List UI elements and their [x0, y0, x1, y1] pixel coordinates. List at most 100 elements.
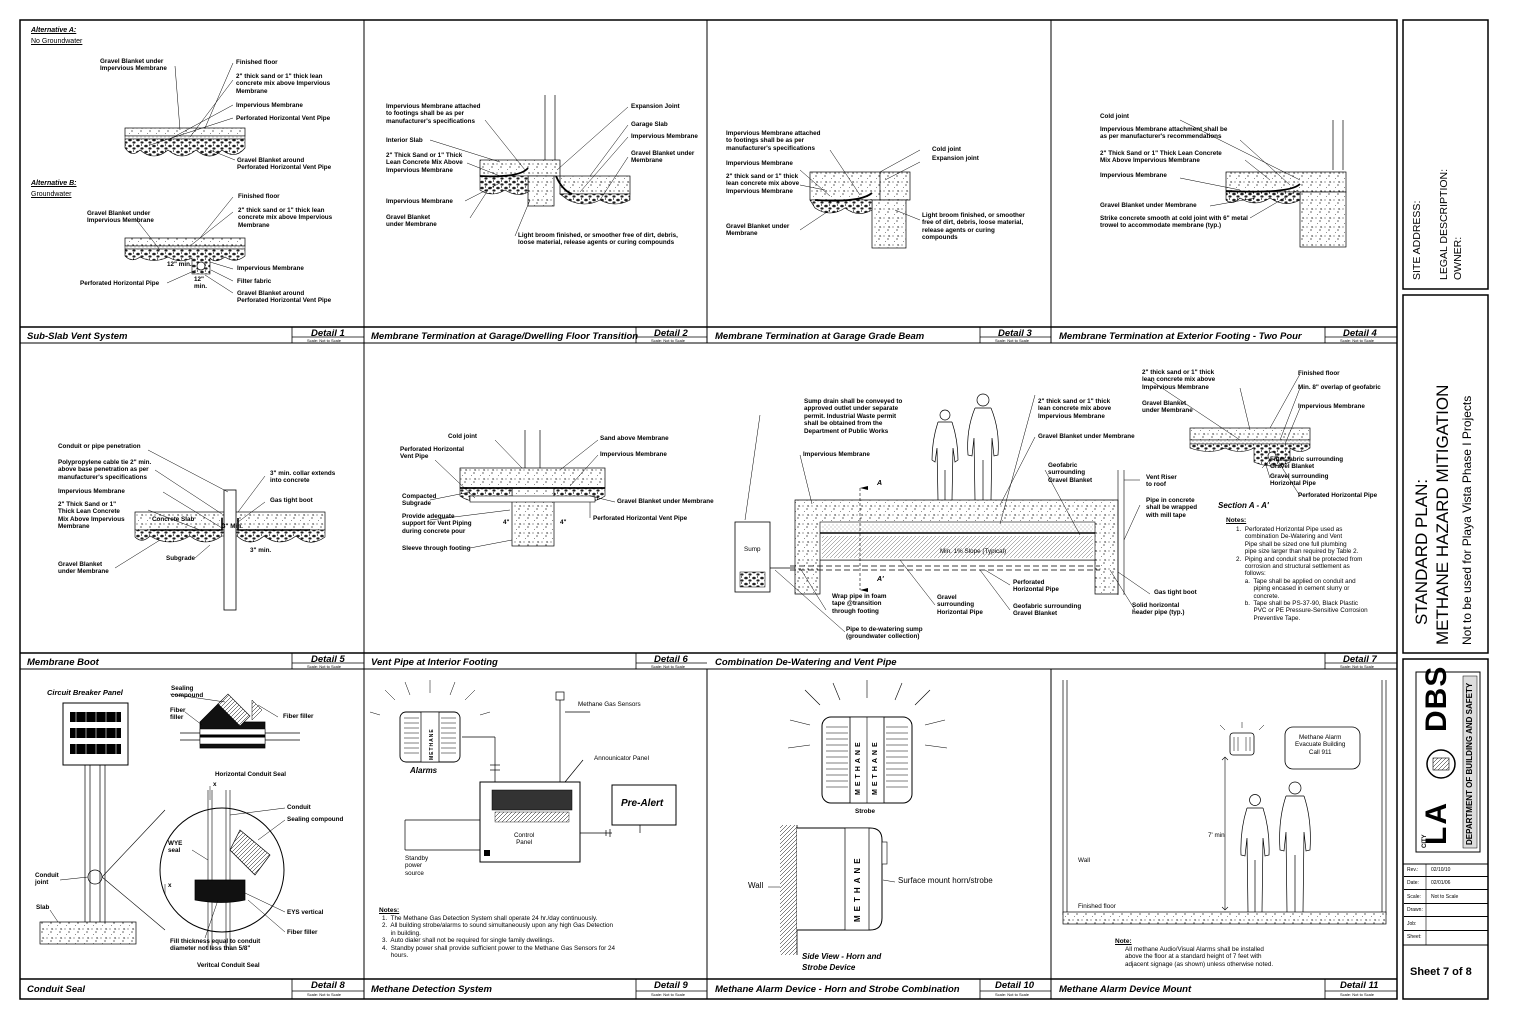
d6-pipe: Perforated Horizontal Vent Pipe — [593, 515, 688, 522]
d3-sand: 2" thick sand or 1" thick lean concrete … — [726, 173, 800, 195]
d7-gravel-h: Gravel surrounding Horizontal Pipe — [937, 594, 983, 616]
d7-s-gravel: Gravel Blanket under Membrane — [1142, 400, 1193, 415]
detail-7-number: Detail 7 — [1343, 654, 1377, 665]
tb-row-sheet: Sheet: — [1404, 932, 1488, 943]
detail-10-title: Methane Alarm Device - Horn and Strobe C… — [715, 984, 960, 995]
d1-a-floor: Finished floor — [236, 59, 278, 66]
legal-description-label: LEGAL DESCRIPTION: — [1438, 168, 1450, 280]
site-address-label: SITE ADDRESS: — [1411, 200, 1423, 280]
d2-sand: 2" Thick Sand or 1" Thick Lean Concrete … — [386, 152, 463, 174]
d7-s-gravel2: Gravel surrounding Horizontal Pipe — [1270, 473, 1329, 488]
standard-plan-label: STANDARD PLAN: — [1412, 478, 1431, 625]
d2-broom: Light broom finished, or smoother free o… — [518, 232, 678, 247]
tb-row-rev: Rev.: 02/10/10 — [1404, 865, 1488, 877]
d1-b-sand: 2" thick sand or 1" thick lean concrete … — [238, 207, 333, 229]
d1-alt-a-sub: No Groundwater — [31, 38, 83, 45]
d2-memb2: Impervious Membrane — [631, 133, 698, 140]
d1-b-memb: Impervious Membrane — [237, 265, 304, 272]
detail-10-drawing — [768, 680, 948, 955]
d3-gravel: Gravel Blanket under Membrane — [726, 223, 790, 238]
d7-a-marker: A — [877, 480, 883, 487]
d10-surface: Surface mount horn/strobe — [898, 876, 993, 885]
d8-x2: x — [168, 882, 172, 889]
detail-9-number: Detail 9 — [654, 980, 688, 991]
detail-4-drawing — [1179, 119, 1347, 248]
d5-conduit: Conduit or pipe penetration — [58, 443, 141, 450]
d6-four-a: 4" — [503, 519, 510, 526]
d10-strobe: Strobe — [855, 808, 875, 815]
d4-sand: 2" Thick Sand or 1" Thick Lean Concrete … — [1100, 150, 1222, 165]
detail-5-scale: Scale: Not to Scale — [307, 664, 342, 669]
d6-memb: Impervious Membrane — [600, 451, 667, 458]
d8-fiber2: Fiber filler — [287, 929, 318, 936]
detail-2-number: Detail 2 — [654, 328, 688, 339]
detail-9-drawing — [369, 680, 677, 863]
d7-s-sand: 2" thick sand or 1" thick lean concrete … — [1142, 369, 1216, 391]
d7-s-overlap: Min. 8" overlap of geofabric — [1298, 384, 1381, 391]
tb-row-drawn: Drawn: — [1404, 905, 1488, 917]
d11-notes: All methane Audio/Visual Alarms shall be… — [1125, 946, 1274, 968]
detail-6-drawing — [429, 430, 616, 549]
d11-sign: Methane Alarm Evacuate Building Call 911 — [1295, 734, 1346, 756]
d9-methane-label: METHANE — [429, 728, 435, 760]
d8-fiber-a: Fiber filler — [170, 707, 186, 722]
d7-notes-header: Notes: — [1226, 517, 1247, 524]
d2-garage: Garage Slab — [631, 121, 668, 128]
d8-fill: Fill thickness equal to conduit diameter… — [170, 938, 261, 953]
tb-scale-value: Not to Scale — [1431, 894, 1459, 900]
d10-methane-side: METHANE — [853, 854, 862, 922]
plan-restriction: Not to be used for Playa Vista Phase I P… — [1460, 395, 1474, 645]
d7-a2-marker: A' — [877, 576, 884, 583]
d7-s-floor: Finished floor — [1298, 370, 1340, 377]
detail-10-scale: Scale: Not to Scale — [995, 992, 1030, 997]
d7-sump-note: Sump drain shall be conveyed to approved… — [804, 398, 903, 435]
detail-1-title: Sub-Slab Vent System — [27, 331, 128, 342]
detail-7-scale: Scale: Not to Scale — [1340, 664, 1375, 669]
d8-slab: Slab — [36, 904, 50, 911]
d1-b-gravel: Gravel Blanket under Impervious Membrane — [87, 210, 154, 225]
d7-section: Section A - A' — [1218, 501, 1269, 510]
d8-panel: Circuit Breaker Panel — [47, 688, 123, 697]
detail-4-number: Detail 4 — [1343, 328, 1377, 339]
d8-x: x — [213, 781, 217, 788]
d1-b-filter: Filter fabric — [237, 278, 272, 285]
d6-support: Provide adequate support for Vent Piping… — [402, 513, 472, 535]
d3-memb: Impervious Membrane — [726, 160, 793, 167]
d7-gravel: Gravel Blanket under Membrane — [1038, 433, 1135, 440]
detail-11-scale: Scale: Not to Scale — [1340, 992, 1375, 997]
d7-s-memb: Impervious Membrane — [1298, 403, 1365, 410]
detail-8-number: Detail 8 — [311, 980, 345, 991]
detail-5-drawing — [114, 449, 326, 611]
d4-gravel: Gravel Blanket under Membrane — [1100, 202, 1197, 209]
d9-control: Control Panel — [514, 832, 535, 847]
d8-sealing: Sealing compound — [171, 685, 204, 700]
d4-attach: Impervious Membrane attachment shall be … — [1100, 126, 1228, 141]
d8-vert: Veritcal Conduit Seal — [197, 962, 260, 969]
d11-notes-header: Note: — [1115, 938, 1132, 945]
detail-7-title: Combination De-Watering and Vent Pipe — [715, 657, 897, 668]
d6-sand: Sand above Membrane — [600, 435, 669, 442]
d5-sand: 2" Thick Sand or 1" Thick Lean Concrete … — [58, 501, 125, 531]
d1-a-sand: 2" thick sand or 1" thick lean concrete … — [236, 73, 331, 95]
detail-2-drawing — [429, 95, 631, 237]
d7-solid: Solid horizontal header pipe (typ.) — [1132, 602, 1185, 617]
detail-10-number: Detail 10 — [995, 980, 1035, 991]
detail-7-drawing — [734, 373, 1311, 633]
tb-sheet-label: Sheet: — [1407, 934, 1422, 940]
d7-slope: Min. 1% Slope (Typical) — [940, 548, 1007, 555]
d6-gravel: Gravel Blanket under Membrane — [617, 498, 714, 505]
d1-a-memb: Impervious Membrane — [236, 102, 303, 109]
detail-3-title: Membrane Termination at Garage Grade Bea… — [715, 331, 925, 342]
detail-5-number: Detail 5 — [311, 654, 345, 665]
d5-gravel: Gravel Blanket under Membrane — [58, 561, 109, 576]
tb-date-value: 02/01/06 — [1431, 880, 1451, 886]
d1-alt-b: Alternative B: — [31, 180, 77, 187]
logo-la: LA — [1420, 801, 1453, 845]
detail-2-title: Membrane Termination at Garage/Dwelling … — [371, 331, 639, 342]
d9-standby: Standby power source — [405, 855, 429, 877]
tb-scale-label: Scale: — [1407, 894, 1421, 900]
d7-sump: Sump — [744, 546, 761, 553]
d8-wye: WYE seal — [168, 840, 183, 855]
logo-department: DEPARTMENT OF BUILDING AND SAFETY — [1465, 682, 1474, 845]
